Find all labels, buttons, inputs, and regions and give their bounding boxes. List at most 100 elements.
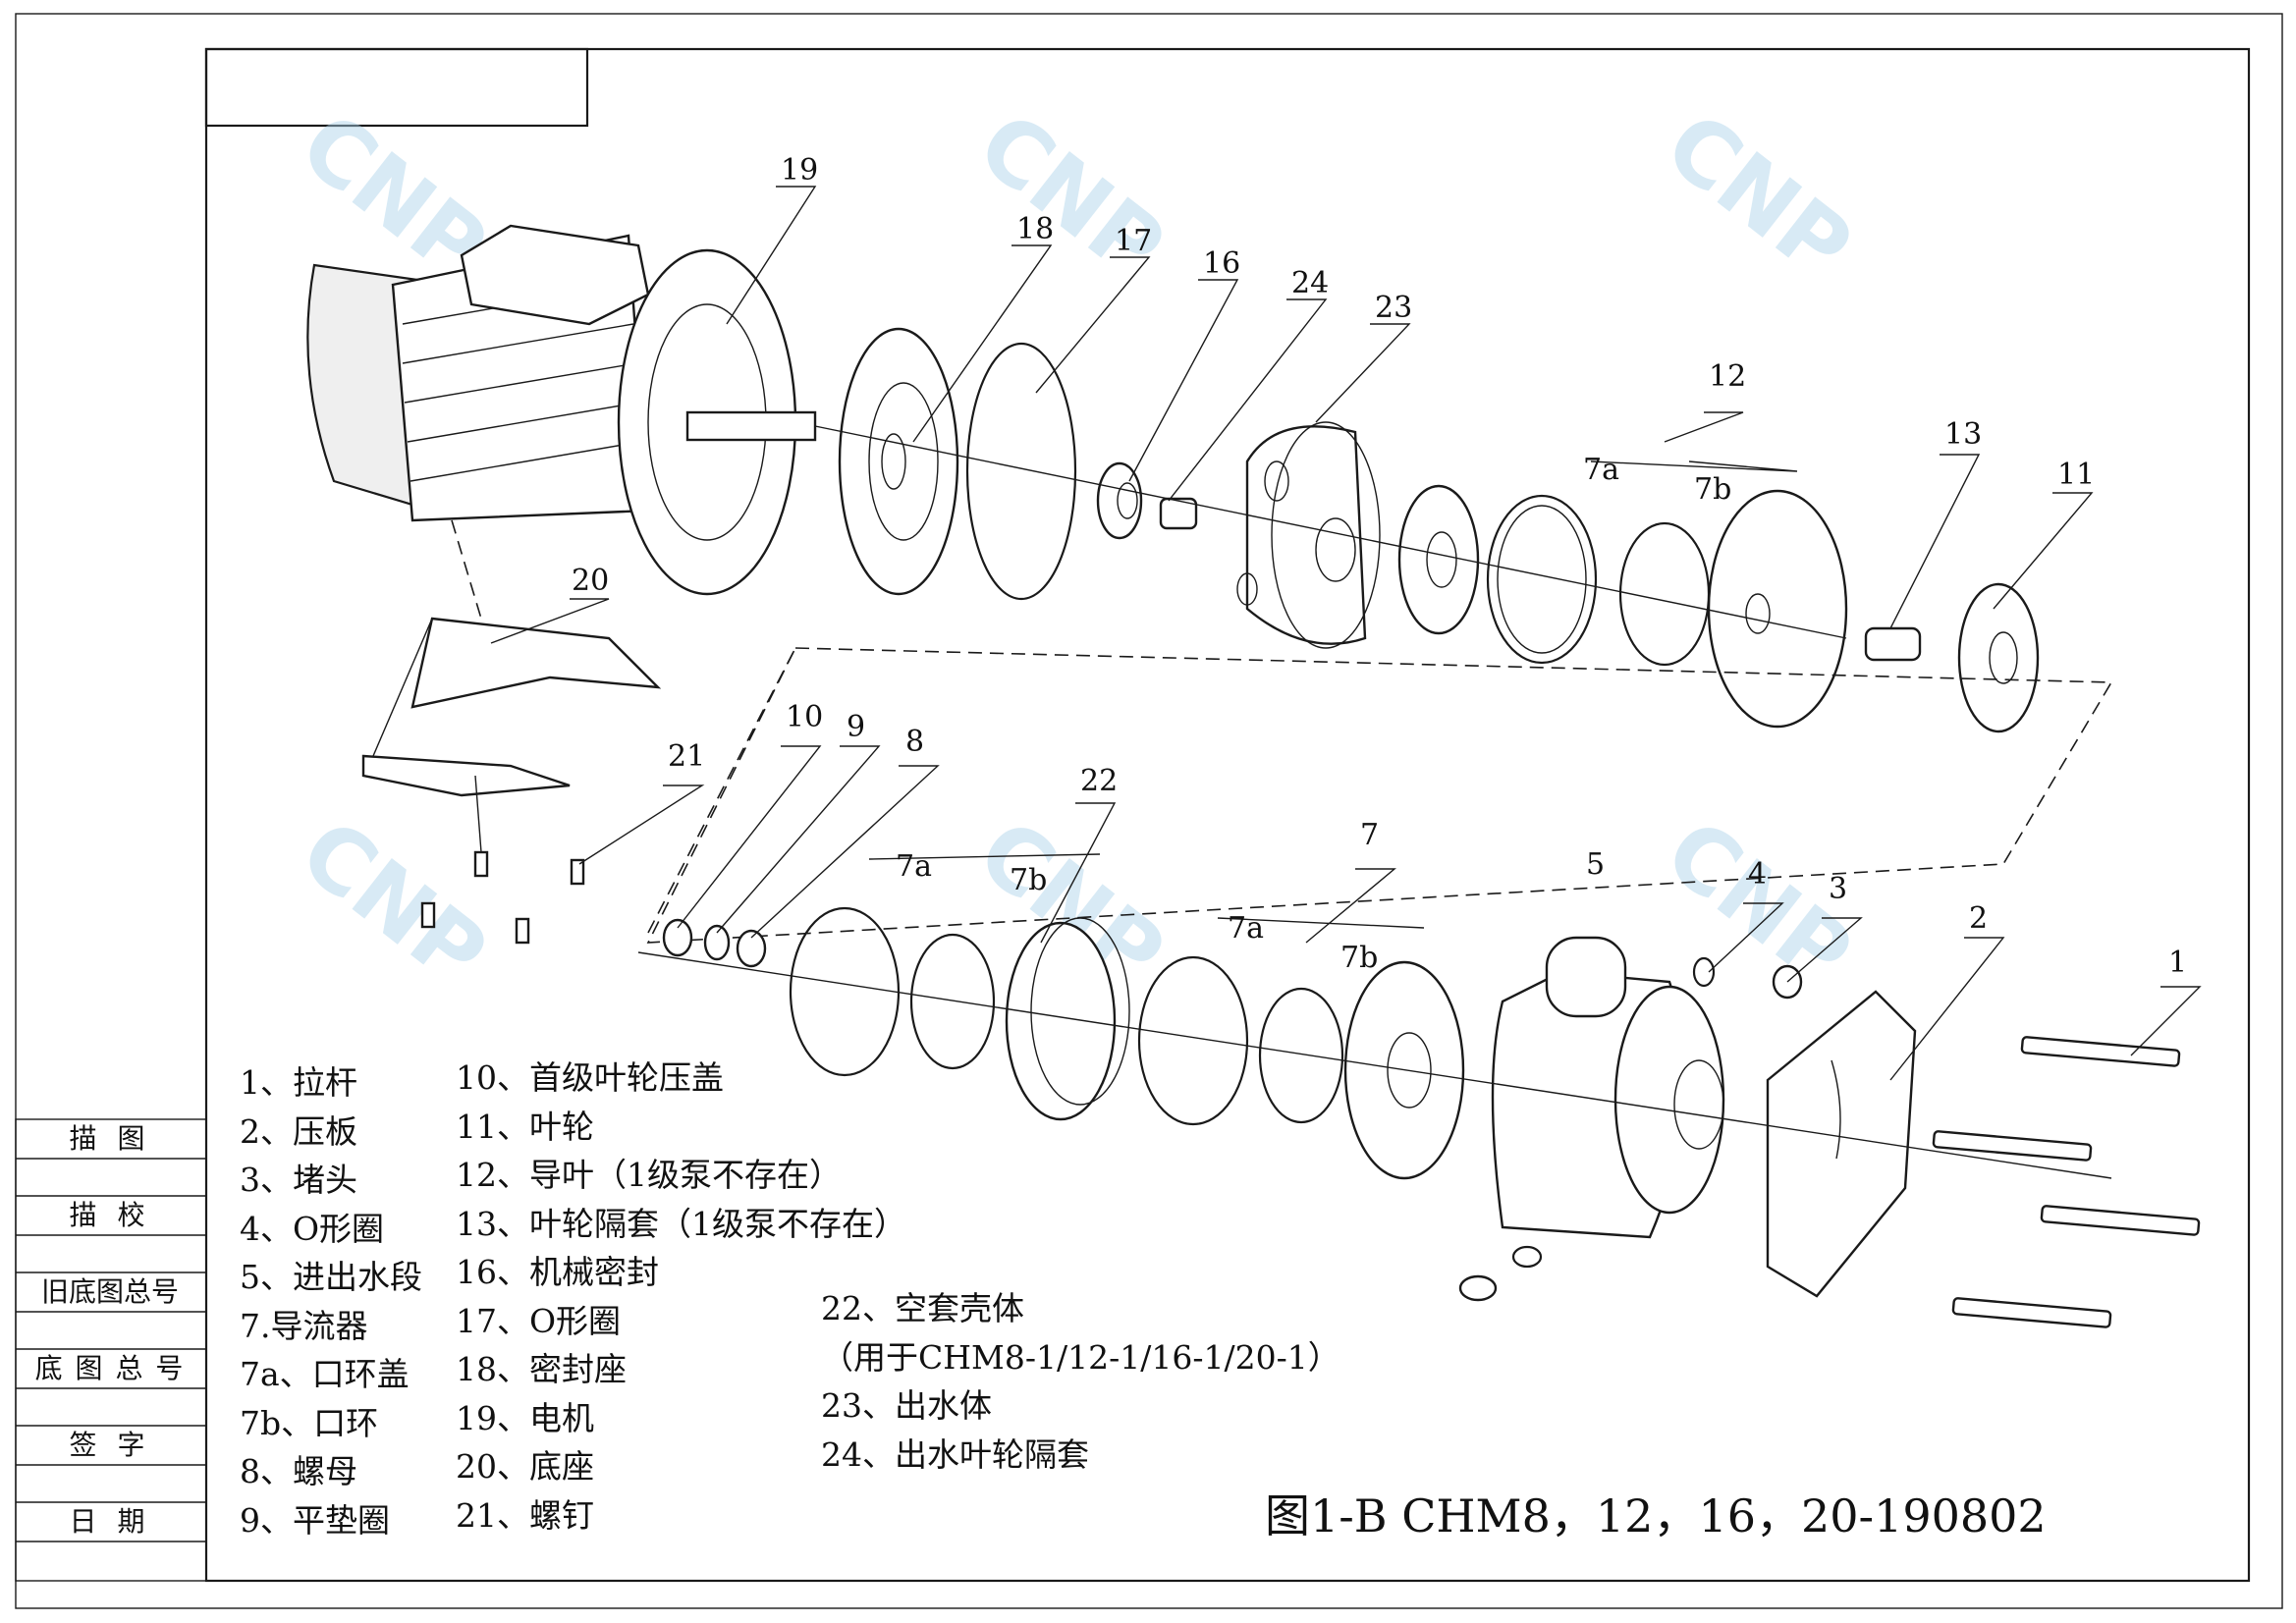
svg-text:1: 1 — [2168, 946, 2187, 980]
legend-column-1: 1、拉杆 2、压板 3、堵头 4、O形圈 5、进出水段 7.导流器 7a、口环盖… — [240, 1058, 422, 1544]
svg-text:3: 3 — [1829, 872, 1847, 906]
svg-text:10: 10 — [786, 700, 823, 734]
guide-motor-base — [451, 519, 482, 620]
nut-part-10 — [662, 918, 693, 957]
svg-text:13: 13 — [1944, 417, 1982, 452]
plug-lower — [1458, 1274, 1498, 1302]
legend-column-2: 10、首级叶轮压盖 11、叶轮 12、导叶（1级泵不存在） 13、叶轮隔套（1级… — [456, 1054, 906, 1540]
svg-text:12: 12 — [1709, 359, 1746, 394]
guide-lower-group — [646, 647, 2113, 944]
legend-item: 7a、口环盖 — [240, 1355, 410, 1393]
part-callouts — [490, 186, 2202, 1081]
outer-frame — [15, 13, 2283, 1609]
legend-item: 1、拉杆 — [240, 1063, 357, 1102]
legend-item: 19、电机 — [456, 1398, 594, 1437]
drawing-title: 图1-B CHM8，12，16，20-190802 — [1265, 1489, 2047, 1542]
svg-text:CNP: CNP — [281, 800, 505, 1006]
outlet-body-part-23 — [1236, 421, 1381, 649]
legend-item: 4、O形圈 — [240, 1209, 385, 1248]
legend-item: 24、出水叶轮隔套 — [821, 1434, 1089, 1474]
mechanical-seal-part-16 — [1096, 461, 1143, 540]
nut-part-8 — [736, 929, 767, 968]
motor-part-19 — [306, 224, 817, 596]
washer-part-9 — [703, 924, 731, 961]
label-old-base-number: 旧底图总号 — [40, 1275, 179, 1308]
legend-item: 7b、口环 — [240, 1403, 379, 1442]
label-date: 日 期 — [69, 1505, 151, 1538]
legend-column-3: 22、空套壳体 （用于CHM8-1/12-1/16-1/20-1） 23、出水体… — [821, 1284, 1340, 1479]
legend-item: 3、堵头 — [240, 1161, 357, 1199]
svg-text:2: 2 — [1969, 901, 1988, 936]
svg-text:23: 23 — [1375, 291, 1412, 325]
impeller-sleeve-part-13 — [1864, 626, 1922, 662]
ring-cover-lower-right-7a — [1137, 955, 1249, 1126]
legend-item: 20、底座 — [456, 1447, 594, 1486]
svg-text:8: 8 — [905, 725, 924, 759]
ring-cover-lower-left-7a — [789, 906, 901, 1077]
svg-text:7b: 7b — [1010, 863, 1047, 897]
svg-text:22: 22 — [1080, 764, 1118, 798]
svg-text:16: 16 — [1203, 246, 1240, 281]
ring-cover-upper-7a — [1486, 494, 1598, 665]
axis-lower — [637, 951, 2112, 1179]
svg-text:17: 17 — [1115, 224, 1152, 258]
guide-left — [647, 647, 796, 934]
inlet-outlet-section-part-5 — [1491, 936, 1725, 1239]
axis-upper — [814, 425, 1847, 639]
ring-lower-left-7b — [909, 933, 996, 1070]
legend-item: 11、叶轮 — [456, 1107, 594, 1146]
legend-item: 10、首级叶轮压盖 — [456, 1058, 724, 1097]
legend-item: 18、密封座 — [456, 1350, 627, 1388]
guide-base-screw — [474, 775, 482, 853]
ring-lower-right-7b — [1258, 987, 1344, 1124]
impeller-part-11 — [1957, 582, 2040, 733]
part-numbers: 19 18 17 16 24 23 12 7a 7b 13 11 20 21 1… — [572, 153, 2187, 980]
legend-item: 8、螺母 — [240, 1452, 357, 1490]
svg-text:7: 7 — [1360, 818, 1379, 852]
sleeve-part-24 — [1159, 497, 1198, 530]
legend-item: 22、空套壳体 — [821, 1289, 1024, 1327]
o-ring-part-17 — [965, 342, 1077, 601]
o-ring-part-4 — [1692, 956, 1716, 988]
svg-text:21: 21 — [668, 739, 705, 774]
title-block-grid — [15, 1118, 207, 1582]
legend-item: 12、导叶（1级泵不存在） — [456, 1156, 842, 1194]
diffuser-part-12 — [1707, 489, 1848, 729]
label-tracing: 描 图 — [69, 1122, 151, 1155]
impeller-12 — [1397, 484, 1480, 635]
screws-part-21 — [420, 850, 585, 945]
svg-text:11: 11 — [2057, 458, 2095, 492]
label-tracing-check: 描 校 — [69, 1199, 151, 1231]
svg-text:CNP: CNP — [958, 93, 1182, 299]
tie-rods-part-1 — [1932, 1036, 2201, 1328]
empty-casing-part-22 — [1005, 917, 1130, 1121]
svg-text:24: 24 — [1291, 266, 1329, 300]
seal-seat-part-18 — [838, 327, 959, 596]
svg-text:4: 4 — [1748, 857, 1767, 892]
legend-item: 23、出水体 — [821, 1386, 992, 1425]
pressure-plate-part-2 — [1766, 990, 1917, 1298]
svg-text:7a: 7a — [1228, 911, 1264, 946]
svg-text:9: 9 — [847, 710, 865, 744]
svg-text:7a: 7a — [896, 849, 932, 884]
legend-item: 5、进出水段 — [240, 1258, 422, 1296]
legend-item: 7.导流器 — [240, 1306, 368, 1345]
legend-item: 9、平垫圈 — [240, 1500, 390, 1540]
label-signature: 签 字 — [69, 1429, 151, 1461]
inner-frame — [204, 47, 2251, 1583]
o-ring-lower — [1511, 1245, 1543, 1269]
svg-text:20: 20 — [572, 564, 609, 598]
title-cell — [204, 47, 589, 128]
legend-item: 2、压板 — [240, 1111, 357, 1151]
svg-text:7b: 7b — [1694, 472, 1731, 507]
legend-item: （用于CHM8-1/12-1/16-1/20-1） — [821, 1337, 1340, 1377]
legend-item: 16、机械密封 — [456, 1253, 659, 1291]
svg-text:5: 5 — [1586, 847, 1605, 882]
svg-text:7b: 7b — [1340, 941, 1378, 975]
legend-item: 13、叶轮隔套（1级泵不存在） — [456, 1204, 906, 1243]
ring-cover-upper-7a-inner — [1497, 505, 1587, 654]
legend-item: 17、O形圈 — [456, 1301, 622, 1340]
svg-text:18: 18 — [1016, 212, 1054, 246]
svg-text:19: 19 — [781, 153, 818, 188]
svg-text:7a: 7a — [1583, 453, 1619, 487]
